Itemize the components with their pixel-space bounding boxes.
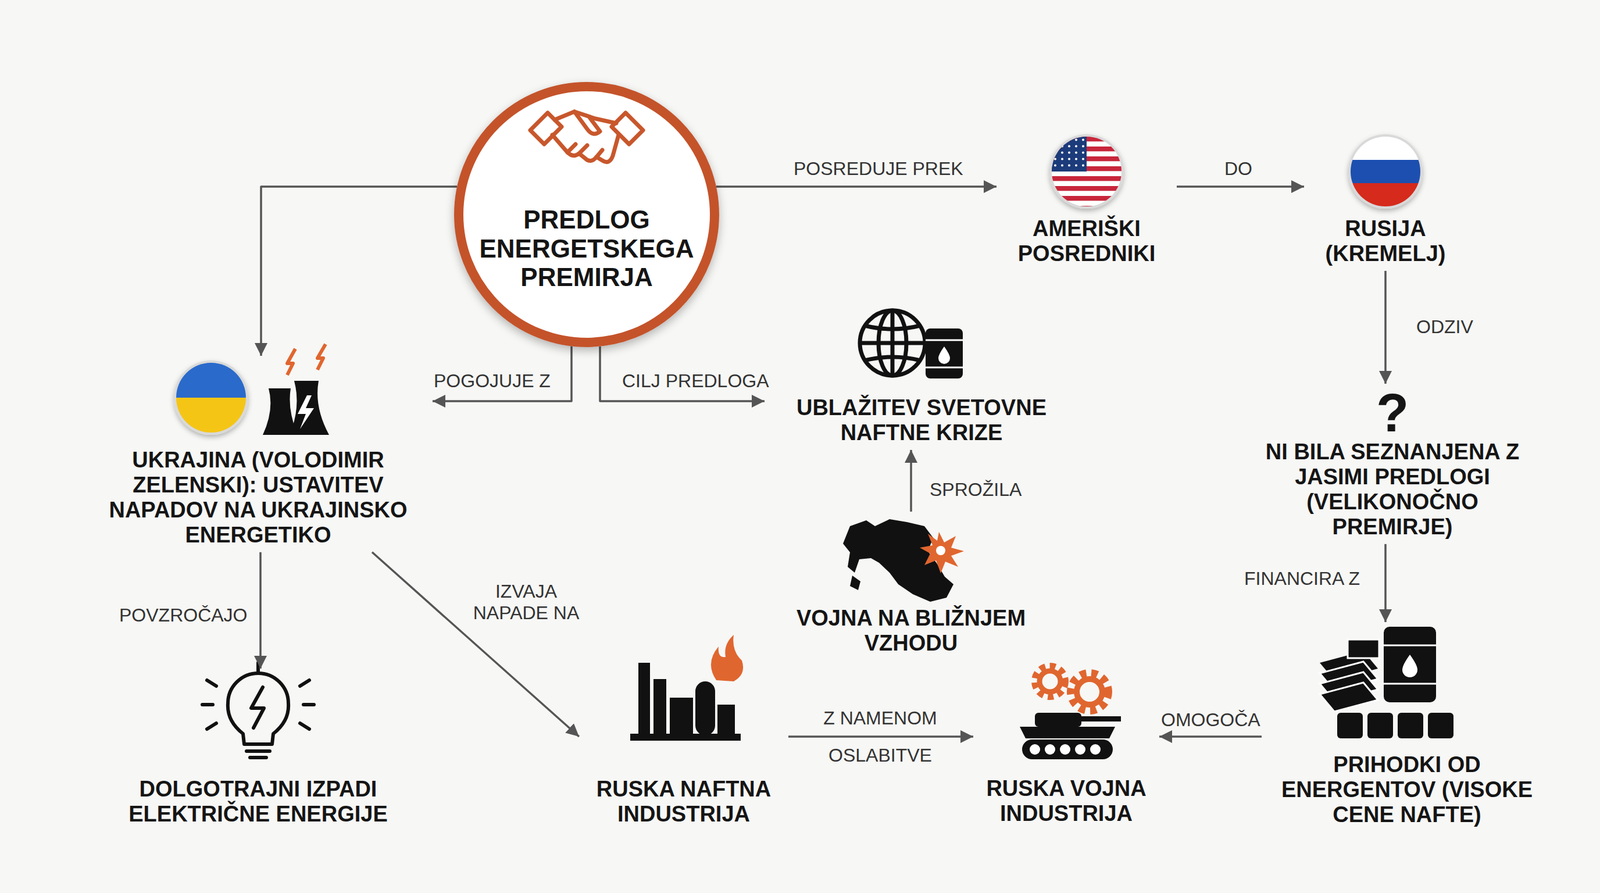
edge-label: CILJ PREDLOGA: [618, 369, 773, 394]
concept-node: UKRAJINA (VOLODIMIR ZELENSKI): USTAVITEV…: [83, 355, 433, 553]
flow-arrow: [716, 185, 997, 188]
flow-arrow: [788, 735, 974, 738]
flow-arrow: [909, 450, 913, 512]
us-flag-icon: [1049, 134, 1125, 210]
concept-node: PRIHODKI OD ENERGENTOV (VISOKE CENE NAFT…: [1261, 622, 1553, 832]
flow-arrow: [1159, 735, 1262, 738]
node-text: UKRAJINA (VOLODIMIR ZELENSKI): USTAVITEV…: [89, 447, 427, 548]
refinery-icon: [630, 634, 744, 741]
edge-label: SPROŽILA: [926, 477, 1025, 502]
concept-node: AMERIŠKI POSREDNIKI: [996, 129, 1177, 271]
node-text: AMERIŠKI POSREDNIKI: [1002, 216, 1171, 267]
edge-label: POGOJUJE Z: [430, 369, 555, 394]
node-text: RUSIJA (KREMELJ): [1309, 216, 1462, 267]
handshake-icon: [530, 111, 644, 163]
edge-label: ODZIV: [1412, 315, 1477, 339]
node-text: NI BILA SEZNANJENA Z JASIMI PREDLOGI (VE…: [1247, 439, 1538, 540]
concept-node: RUSKA NAFTNA INDUSTRIJA: [579, 645, 789, 832]
globe-oil-icon: [859, 310, 963, 379]
russia-flag-icon: [1348, 134, 1425, 209]
flow-arrow: [261, 186, 457, 356]
edge-label: DO: [1220, 156, 1256, 181]
edge-label: IZVAJA NAPADE NA: [459, 579, 594, 625]
edge-label: POVZROČAJO: [115, 603, 251, 628]
node-mark: ?: [1357, 386, 1428, 440]
node-text: VOJNA NA BLIŽNJEM VZHODU: [774, 605, 1048, 656]
flow-arrow: [1384, 270, 1387, 384]
ukraine-flag-icon: [173, 360, 250, 435]
node-text: PREDLOG ENERGETSKEGA PREMIRJA: [470, 205, 703, 292]
node-text: RUSKA VOJNA INDUSTRIJA: [979, 776, 1154, 827]
concept-node: RUSIJA (KREMELJ): [1304, 129, 1467, 271]
proposal-circle: PREDLOG ENERGETSKEGA PREMIRJA: [454, 81, 720, 348]
concept-node: UBLAŽITEV SVETOVNE NAFTNE KRIZE: [764, 299, 1079, 450]
power-plant-icon: [262, 344, 330, 435]
concept-node: DOLGOTRAJNI IZPADI ELEKTRIČNE ENERGIJE: [101, 668, 416, 832]
flow-arrow: [1176, 185, 1305, 188]
node-text: DOLGOTRAJNI IZPADI ELEKTRIČNE ENERGIJE: [106, 776, 410, 827]
edge-label: Z NAMENOM OSLABITVE: [804, 698, 956, 775]
edge-label: FINANCIRA Z: [1240, 566, 1364, 591]
flow-arrow: [259, 552, 262, 669]
proposal-disc: [461, 89, 712, 340]
node-text: UBLAŽITEV SVETOVNE NAFTNE KRIZE: [770, 395, 1073, 446]
flow-arrow: [1384, 544, 1387, 623]
edge-label: OMOGOČA: [1157, 708, 1264, 732]
concept-node: ?NI BILA SEZNANJENA Z JASIMI PREDLOGI (V…: [1241, 383, 1544, 545]
light-bulb-icon: [202, 662, 314, 758]
node-text: RUSKA NAFTNA INDUSTRIJA: [584, 776, 783, 827]
money-oil-icon: [1319, 626, 1454, 739]
concept-node: VOJNA NA BLIŽNJEM VZHODU: [768, 511, 1054, 661]
node-text: PRIHODKI OD ENERGENTOV (VISOKE CENE NAFT…: [1267, 752, 1547, 828]
middle-east-map-icon: [843, 519, 964, 602]
concept-node: RUSKA VOJNA INDUSTRIJA: [973, 659, 1160, 831]
tank-gears-icon: [1019, 667, 1121, 760]
edge-label: POSREDUJE PREK: [790, 156, 967, 181]
